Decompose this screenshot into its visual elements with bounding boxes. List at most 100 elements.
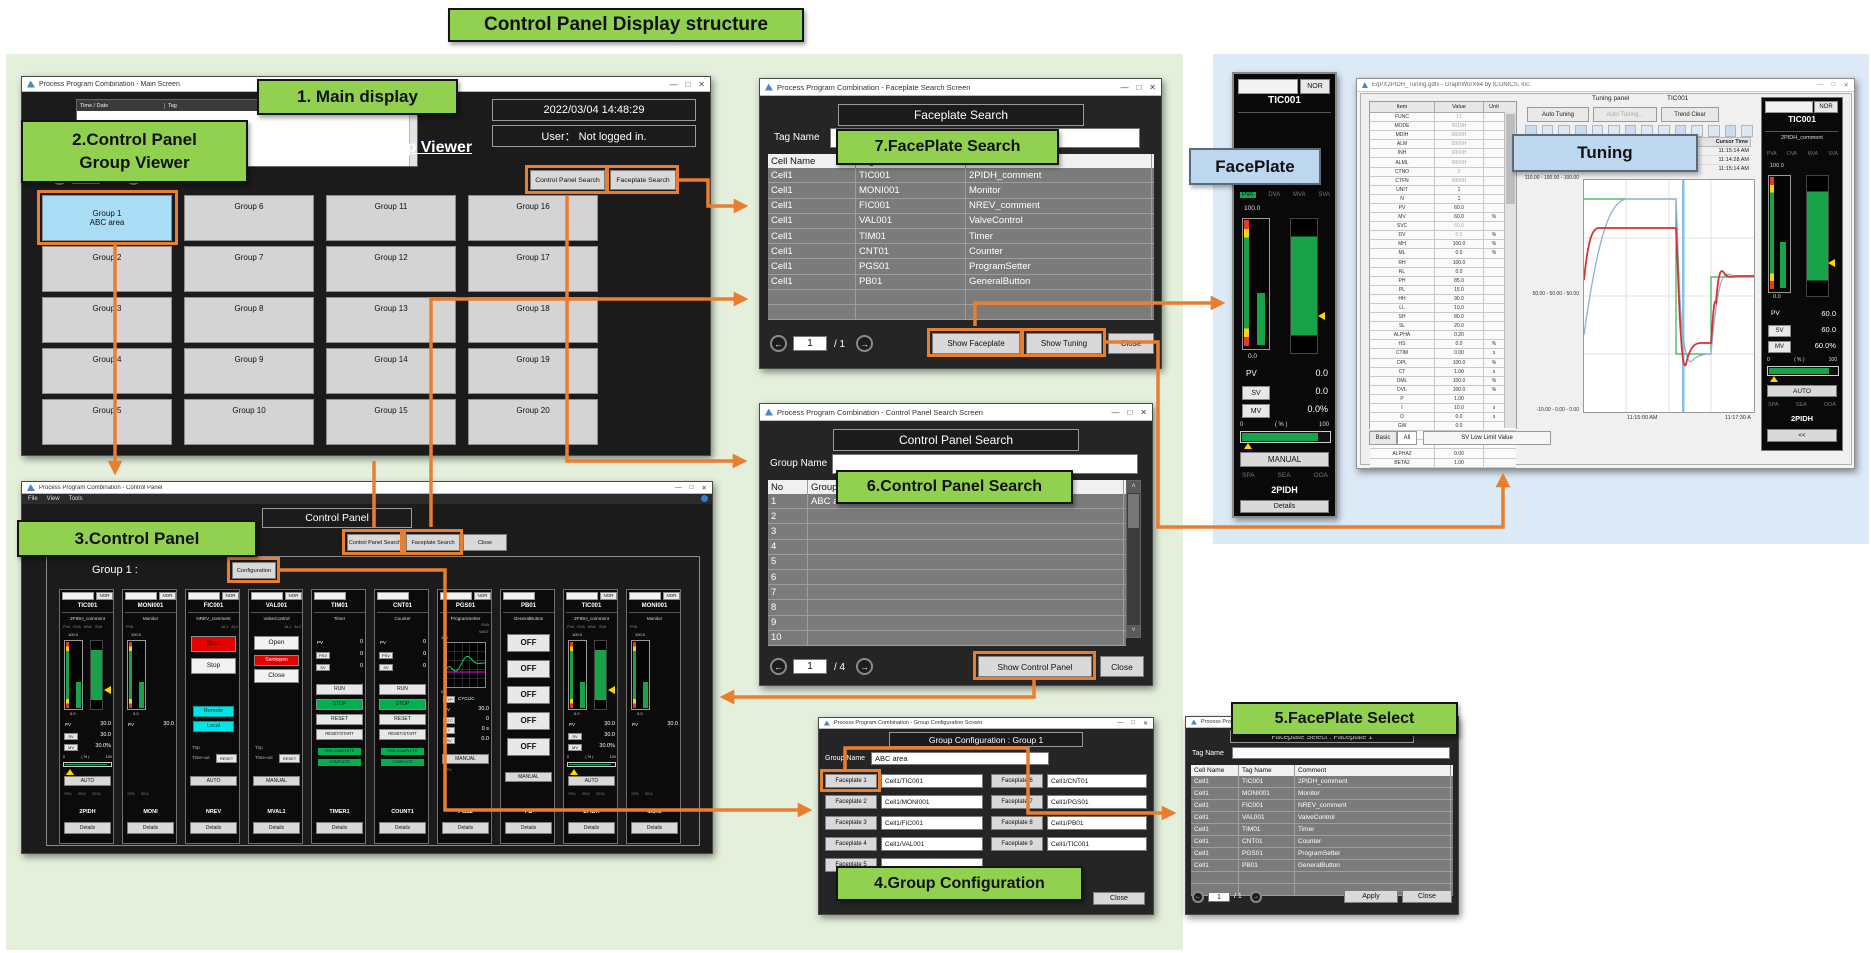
apply-button[interactable]: Apply (1344, 890, 1398, 903)
next-page-button[interactable]: → (856, 335, 873, 352)
faceplate-slot-input[interactable]: Cell1/CNT01 (1047, 774, 1147, 788)
close-button[interactable]: Close (463, 534, 507, 551)
fp-reset-button[interactable]: RESET (216, 754, 237, 763)
group-button[interactable]: Group 20 (468, 399, 598, 445)
minimize-button[interactable]: — (1120, 82, 1129, 92)
minimize-button[interactable]: — (675, 483, 682, 491)
fp-mode-button[interactable]: MANUAL (442, 754, 489, 764)
fp-readout-button[interactable]: MV (1242, 404, 1270, 418)
menu-item[interactable]: Tools (68, 496, 83, 502)
fp-off-button[interactable]: OFF (507, 660, 550, 678)
faceplate-slot-input[interactable]: Cell1/MONI001 (881, 795, 983, 809)
group-button[interactable]: Group 5 (42, 399, 172, 445)
table-row[interactable]: 9 (768, 615, 1126, 631)
fp-readout-button[interactable]: STC (443, 717, 455, 724)
scroll-down-button[interactable]: ˅ (1127, 625, 1140, 637)
fp-command-button[interactable]: RESET (316, 714, 363, 725)
faceplate-slot-button[interactable]: Faceplate 7 (991, 795, 1043, 809)
group-button[interactable]: Group 6 (184, 195, 314, 241)
faceplate-search-button[interactable]: Faceplate Search (610, 170, 676, 190)
faceplate-slot-button[interactable]: Faceplate 1 (825, 774, 877, 788)
page-number-input[interactable]: 1 (1208, 892, 1230, 902)
scroll-up-button[interactable]: ˄ (1127, 481, 1140, 493)
fp-readout-button[interactable]: SV (568, 733, 582, 740)
fp-readout-button[interactable]: PSV (316, 652, 330, 659)
fp-alarm-ack-button[interactable] (377, 592, 409, 600)
tag-name-input[interactable] (1232, 747, 1450, 759)
close-button[interactable]: Close (1100, 656, 1144, 677)
faceplate-slot-button[interactable]: Faceplate 2 (825, 795, 877, 809)
fp-details-button[interactable]: Details (631, 822, 678, 834)
menu-item[interactable]: File (28, 496, 38, 502)
table-row[interactable] (768, 289, 1154, 305)
maximize-button[interactable]: □ (1131, 719, 1135, 726)
fp-command-button[interactable]: STOP (379, 699, 426, 710)
group-button[interactable]: Group 16 (468, 195, 598, 241)
fp-command-button[interactable]: RESET/START (316, 729, 363, 740)
minimize-button[interactable]: — (669, 79, 678, 89)
page-number-input[interactable]: 1 (793, 336, 827, 351)
close-button[interactable]: ✕ (1142, 720, 1148, 727)
auto-tuning-button[interactable]: Auto Tuning (1527, 107, 1589, 122)
fp-details-button[interactable]: Details (190, 822, 237, 834)
fp-mode-button[interactable]: AUTO (64, 776, 111, 786)
fp-action-button[interactable]: Details (1240, 500, 1329, 513)
show-control-panel-button[interactable]: Show Control Panel (978, 656, 1092, 677)
alarm-col-timedate[interactable]: Time / Date (77, 102, 165, 109)
table-row[interactable]: 8 (768, 600, 1126, 616)
group-button[interactable]: Group 8 (184, 297, 314, 343)
minimize-button[interactable]: — (1817, 81, 1824, 88)
group-button[interactable]: Group 3 (42, 297, 172, 343)
fp-mode-button[interactable]: MANUAL (505, 772, 552, 782)
fp-reset-button[interactable]: RESET (279, 754, 300, 763)
fp-details-button[interactable]: Details (505, 822, 552, 834)
faceplate-slot-button[interactable]: Faceplate 3 (825, 816, 877, 830)
close-button[interactable]: ✕ (1843, 82, 1849, 89)
close-button[interactable]: Close (1402, 890, 1452, 903)
fp-off-button[interactable]: OFF (507, 686, 550, 704)
group-button[interactable]: Group 12 (326, 246, 456, 292)
group-name-input[interactable]: ABC area (871, 752, 1049, 765)
trend-clear-button[interactable]: Trend Clear (1661, 107, 1719, 122)
group-button[interactable]: Group 19 (468, 348, 598, 394)
fp-off-button[interactable]: OFF (507, 634, 550, 652)
control-panel-titlebar[interactable]: Process Program Combination - Control Pa… (22, 482, 712, 494)
close-button[interactable]: ✕ (1149, 82, 1156, 92)
fp-command-button[interactable]: Open (254, 636, 299, 650)
table-row[interactable]: 6 (768, 569, 1126, 586)
faceplate-slot-input[interactable]: Cell1/PB01 (1047, 816, 1147, 830)
close-button[interactable]: Close (1108, 333, 1154, 354)
group-button[interactable]: Group 4 (42, 348, 172, 394)
alarm-scrollbar[interactable] (409, 111, 417, 166)
fp-alarm-ack-button[interactable] (188, 592, 220, 600)
menu-item[interactable]: View (46, 496, 60, 502)
close-button[interactable]: ✕ (698, 79, 705, 89)
fp-alarm-ack-button[interactable] (314, 592, 346, 600)
close-button[interactable]: Close (1093, 892, 1145, 905)
fp-mode-button[interactable]: MANUAL (253, 776, 300, 786)
fp-mode-button[interactable]: MANUAL (1240, 452, 1329, 467)
fp-details-button[interactable]: Details (127, 822, 174, 834)
faceplate-slot-input[interactable]: Cell1/TIC001 (1047, 837, 1147, 851)
